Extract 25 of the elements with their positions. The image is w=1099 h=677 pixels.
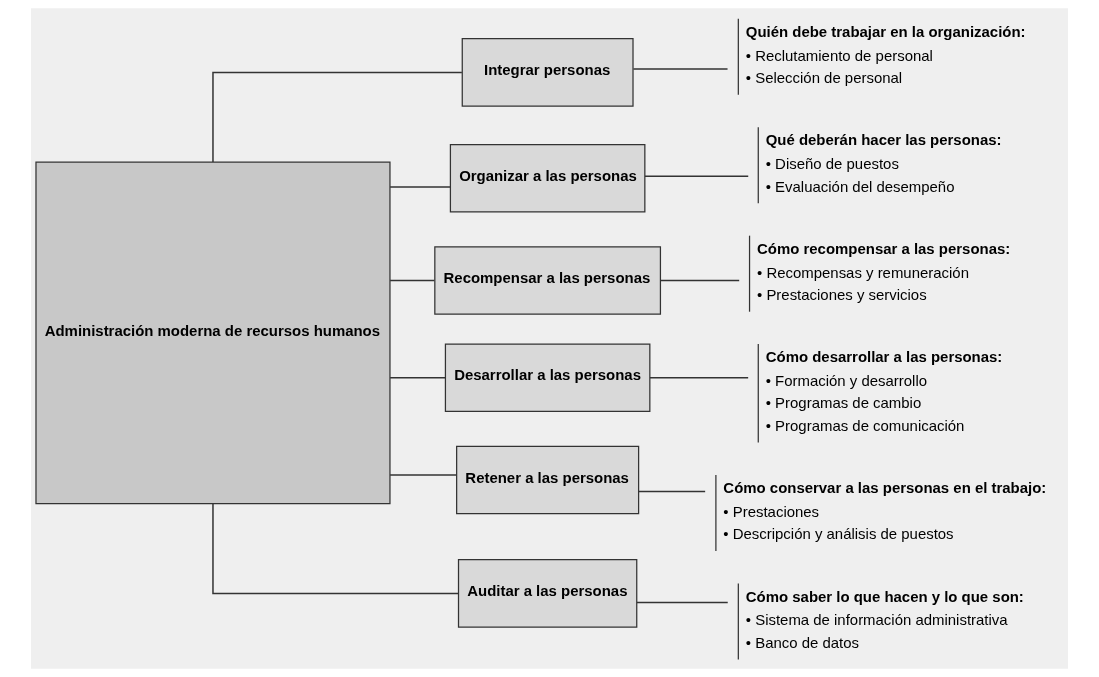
- node-text: Cómo desarrollar a las personas: • Formación y desarrollo • Programas de cambio • Programas de comunicación: [765, 348, 1003, 434]
- connector: [212, 503, 460, 595]
- node-box: Recompensar a las personas: [434, 246, 662, 315]
- connector: [637, 490, 706, 493]
- node-box: Desarrollar a las personas: [444, 343, 651, 413]
- node-text: Cómo saber lo que hacen y lo que son: • Sistema de información administrativa • Banco de datos: [745, 587, 1024, 651]
- node-box: Organizar a las personas: [449, 144, 646, 213]
- connector: [389, 279, 436, 282]
- node-text: Cómo recompensar a las personas: • Recompensas y remuneración • Prestaciones y servicios: [757, 239, 1011, 303]
- connector: [389, 474, 458, 476]
- node-text: Cómo conservar a las personas en el trabajo: • Prestaciones • Descripción y análisis de puestos: [723, 479, 1047, 543]
- node-box: Retener a las personas: [456, 445, 640, 515]
- connector: [659, 279, 740, 282]
- connector: [389, 377, 446, 379]
- node-text: Quién debe trabajar en la organización: • Reclutamiento de personal • Selección de personal: [745, 23, 1026, 87]
- connector: [389, 186, 452, 188]
- node-box: Integrar personas: [461, 38, 634, 107]
- connector: [649, 377, 749, 379]
- connector: [212, 71, 463, 163]
- node-box: Administración moderna de recursos humanos: [35, 161, 391, 505]
- connector: [636, 601, 729, 604]
- node-box: Auditar a las personas: [457, 559, 638, 628]
- connector: [632, 68, 729, 70]
- connector: [644, 175, 749, 177]
- node-text: Qué deberán hacer las personas: • Diseño de puestos • Evaluación del desempeño: [765, 131, 1002, 195]
